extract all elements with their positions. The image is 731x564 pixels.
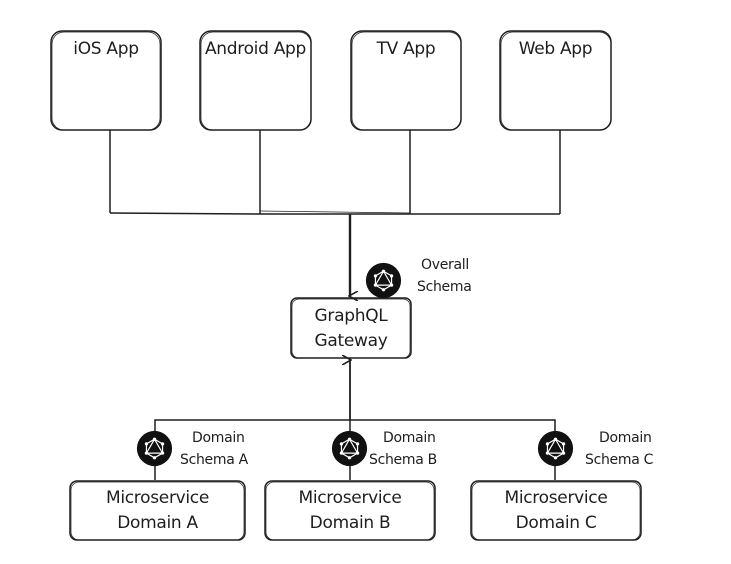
gateway-label: GraphQL Gateway: [291, 304, 411, 354]
client-connectors: [109, 130, 561, 215]
client-label-android: Android App: [204, 39, 307, 59]
domain-schema-a-line1: Domain: [192, 430, 245, 446]
overall-schema-graphql-icon: [365, 262, 402, 299]
domain-b-graphql-icon: [331, 430, 368, 467]
client-label-web: Web App: [518, 39, 593, 59]
domain-schema-b-label: Domain Schema B: [369, 427, 469, 471]
domain-schema-c-line2: Schema C: [585, 452, 654, 468]
service-c-line1: Microservice: [504, 488, 608, 508]
service-b-line2: Domain B: [309, 513, 391, 533]
domain-schema-c-line1: Domain: [599, 430, 652, 446]
client-label-tv: TV App: [376, 39, 436, 59]
gateway-label-line2: Gateway: [314, 331, 388, 351]
overall-schema-line1: Overall: [421, 257, 469, 273]
overall-schema-label: Overall Schema: [417, 254, 507, 298]
service-label-c: Microservice Domain C: [471, 486, 641, 536]
client-label-ios: iOS App: [73, 39, 139, 59]
service-label-a: Microservice Domain A: [70, 486, 245, 536]
domain-schema-c-label: Domain Schema C: [585, 427, 685, 471]
domain-schema-a-line2: Schema A: [180, 452, 248, 468]
service-label-b: Microservice Domain B: [265, 486, 435, 536]
service-a-line1: Microservice: [105, 488, 210, 508]
domain-schema-b-line2: Schema B: [369, 452, 437, 468]
overall-schema-line2: Schema: [417, 279, 472, 295]
domain-a-graphql-icon: [136, 430, 173, 467]
domain-c-graphql-icon: [537, 430, 574, 467]
domain-schema-a-label: Domain Schema A: [180, 427, 280, 471]
service-a-line2: Domain A: [117, 513, 198, 533]
domain-schema-b-line1: Domain: [383, 430, 436, 446]
gateway-label-line1: GraphQL: [314, 306, 388, 326]
service-b-line1: Microservice: [298, 488, 402, 508]
service-c-line2: Domain C: [515, 513, 597, 533]
